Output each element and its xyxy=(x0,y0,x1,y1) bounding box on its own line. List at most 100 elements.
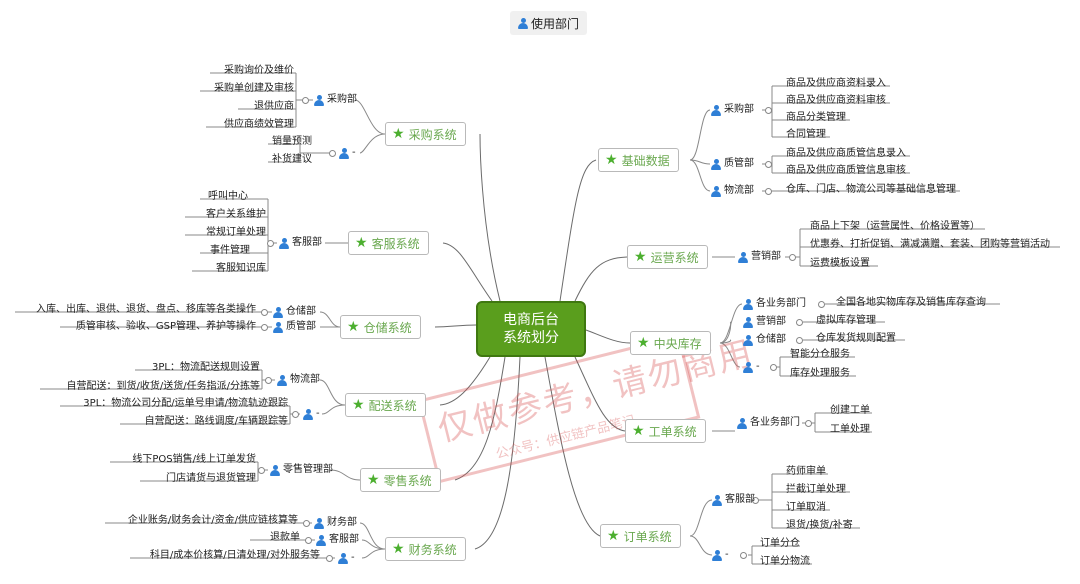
leaf-item[interactable]: 虚拟库存管理 xyxy=(816,315,876,326)
collapse-knob[interactable] xyxy=(805,420,812,427)
leaf-item[interactable]: 销量预测 xyxy=(272,136,312,147)
dept-label: 财务部 xyxy=(327,517,357,528)
leaf-item[interactable]: 退款单 xyxy=(270,532,300,543)
leaf-item[interactable]: 智能分仓服务 xyxy=(790,349,850,360)
leaf-item[interactable]: 创建工单 xyxy=(830,405,870,416)
person-icon xyxy=(270,464,280,476)
person-icon xyxy=(279,237,289,249)
dept-lingshou: 零售管理部 xyxy=(270,463,333,477)
person-icon xyxy=(712,549,722,561)
collapse-knob[interactable] xyxy=(303,520,310,527)
collapse-knob[interactable] xyxy=(258,467,265,474)
topic-peisong[interactable]: ★配送系统 xyxy=(345,393,426,417)
dept-label: - xyxy=(352,147,356,158)
leaf-item[interactable]: 退货/换货/补寄 xyxy=(786,520,853,531)
leaf-item[interactable]: 自营配送：到货/收货/送货/任务指派/分拣等 xyxy=(66,381,260,392)
leaf-item[interactable]: 自营配送：路线调度/车辆跟踪等 xyxy=(144,416,288,427)
leaf-item[interactable]: 仓库、门店、物流公司等基础信息管理 xyxy=(786,184,956,195)
collapse-knob[interactable] xyxy=(740,552,747,559)
dept-label: - xyxy=(316,408,320,419)
collapse-knob[interactable] xyxy=(267,240,274,247)
collapse-knob[interactable] xyxy=(789,254,796,261)
topic-caiwu[interactable]: ★财务系统 xyxy=(385,537,466,561)
leaf-item[interactable]: 客户关系维护 xyxy=(206,209,266,220)
leaf-item[interactable]: 合同管理 xyxy=(786,129,826,140)
topic-label: 运营系统 xyxy=(650,250,699,265)
leaf-item[interactable]: 3PL：物流公司分配/运单号申请/物流轨迹跟踪 xyxy=(83,398,288,409)
collapse-knob[interactable] xyxy=(796,319,803,326)
leaf-item[interactable]: 商品分类管理 xyxy=(786,112,846,123)
leaf-item[interactable]: 科目/成本价核算/日清处理/对外服务等 xyxy=(149,550,320,561)
leaf-item[interactable]: 商品上下架（运营属性、价格设置等） xyxy=(810,221,980,232)
leaf-item[interactable]: 补货建议 xyxy=(272,154,312,165)
leaf-item[interactable]: 订单分仓 xyxy=(760,538,800,549)
leaf-item[interactable]: 运费模板设置 xyxy=(810,258,870,269)
dept-dd-dash: - xyxy=(712,548,729,562)
leaf-item[interactable]: 企业账务/财务会计/资金/供应链核算等 xyxy=(127,515,298,526)
person-icon xyxy=(743,298,753,310)
collapse-knob[interactable] xyxy=(765,188,772,195)
leaf-item[interactable]: 订单取消 xyxy=(786,502,826,513)
star-icon: ★ xyxy=(347,319,360,335)
leaf-item[interactable]: 药师审单 xyxy=(786,466,826,477)
star-icon: ★ xyxy=(392,126,405,142)
leaf-item[interactable]: 优惠券、打折促销、满减满赠、套装、团购等营销活动 xyxy=(810,239,1050,250)
leaf-item[interactable]: 全国各地实物库存及销售库存查询 xyxy=(836,297,986,308)
topic-lingshou[interactable]: ★零售系统 xyxy=(360,468,441,492)
dept-label: 客服部 xyxy=(292,237,322,248)
leaf-item[interactable]: 工单处理 xyxy=(830,424,870,435)
dept-label: 物流部 xyxy=(724,185,754,196)
leaf-item[interactable]: 线下POS销售/线上订单发货 xyxy=(132,454,256,465)
collapse-knob[interactable] xyxy=(765,107,772,114)
leaf-item[interactable]: 供应商绩效管理 xyxy=(224,119,294,130)
collapse-knob[interactable] xyxy=(770,364,777,371)
collapse-knob[interactable] xyxy=(329,150,336,157)
leaf-item[interactable]: 退供应商 xyxy=(254,101,294,112)
person-icon xyxy=(338,552,348,564)
leaf-item[interactable]: 采购单创建及审核 xyxy=(214,83,294,94)
leaf-item[interactable]: 常规订单处理 xyxy=(206,227,266,238)
leaf-item[interactable]: 拦截订单处理 xyxy=(786,484,846,495)
leaf-item[interactable]: 呼叫中心 xyxy=(208,191,248,202)
collapse-knob[interactable] xyxy=(292,411,299,418)
leaf-item[interactable]: 仓库发货规则配置 xyxy=(816,333,896,344)
topic-jichu[interactable]: ★基础数据 xyxy=(598,148,679,172)
person-icon xyxy=(277,374,287,386)
leaf-item[interactable]: 质管审核、验收、GSP管理、养护等操作 xyxy=(75,321,256,332)
leaf-item[interactable]: 订单分物流 xyxy=(760,556,810,567)
collapse-knob[interactable] xyxy=(261,324,268,331)
topic-caigou[interactable]: ★采购系统 xyxy=(385,122,466,146)
collapse-knob[interactable] xyxy=(765,161,772,168)
collapse-knob[interactable] xyxy=(261,309,268,316)
collapse-knob[interactable] xyxy=(326,555,333,562)
leaf-item[interactable]: 入库、出库、退供、退货、盘点、移库等各类操作 xyxy=(36,304,256,315)
collapse-knob[interactable] xyxy=(302,97,309,104)
leaf-item[interactable]: 商品及供应商质管信息审核 xyxy=(786,165,906,176)
leaf-item[interactable]: 门店请货与退货管理 xyxy=(166,473,256,484)
topic-gongdan[interactable]: ★工单系统 xyxy=(625,419,706,443)
collapse-knob[interactable] xyxy=(796,337,803,344)
dept-label: 零售管理部 xyxy=(283,464,333,475)
leaf-item[interactable]: 3PL：物流配送规则设置 xyxy=(152,362,260,373)
leaf-item[interactable]: 事件管理 xyxy=(210,245,250,256)
collapse-knob[interactable] xyxy=(752,497,759,504)
topic-zhongyang[interactable]: ★中央库存 xyxy=(630,331,711,355)
central-node[interactable]: 电商后台 系统划分 xyxy=(476,301,586,357)
leaf-item[interactable]: 客服知识库 xyxy=(216,263,266,274)
collapse-knob[interactable] xyxy=(818,301,825,308)
collapse-knob[interactable] xyxy=(305,537,312,544)
star-icon: ★ xyxy=(632,423,645,439)
person-icon xyxy=(738,251,748,263)
leaf-item[interactable]: 商品及供应商资料录入 xyxy=(786,78,886,89)
collapse-knob[interactable] xyxy=(265,377,272,384)
leaf-item[interactable]: 库存处理服务 xyxy=(790,368,850,379)
leaf-item[interactable]: 商品及供应商质管信息录入 xyxy=(786,148,906,159)
leaf-item[interactable]: 商品及供应商资料审核 xyxy=(786,95,886,106)
leaf-item[interactable]: 采购询价及维价 xyxy=(224,65,294,76)
topic-dingdan[interactable]: ★订单系统 xyxy=(600,524,681,548)
topic-label: 财务系统 xyxy=(408,542,457,557)
topic-cangchu[interactable]: ★仓储系统 xyxy=(340,315,421,339)
star-icon: ★ xyxy=(392,541,405,557)
topic-yunying[interactable]: ★运营系统 xyxy=(627,245,708,269)
topic-kefu[interactable]: ★客服系统 xyxy=(348,231,429,255)
